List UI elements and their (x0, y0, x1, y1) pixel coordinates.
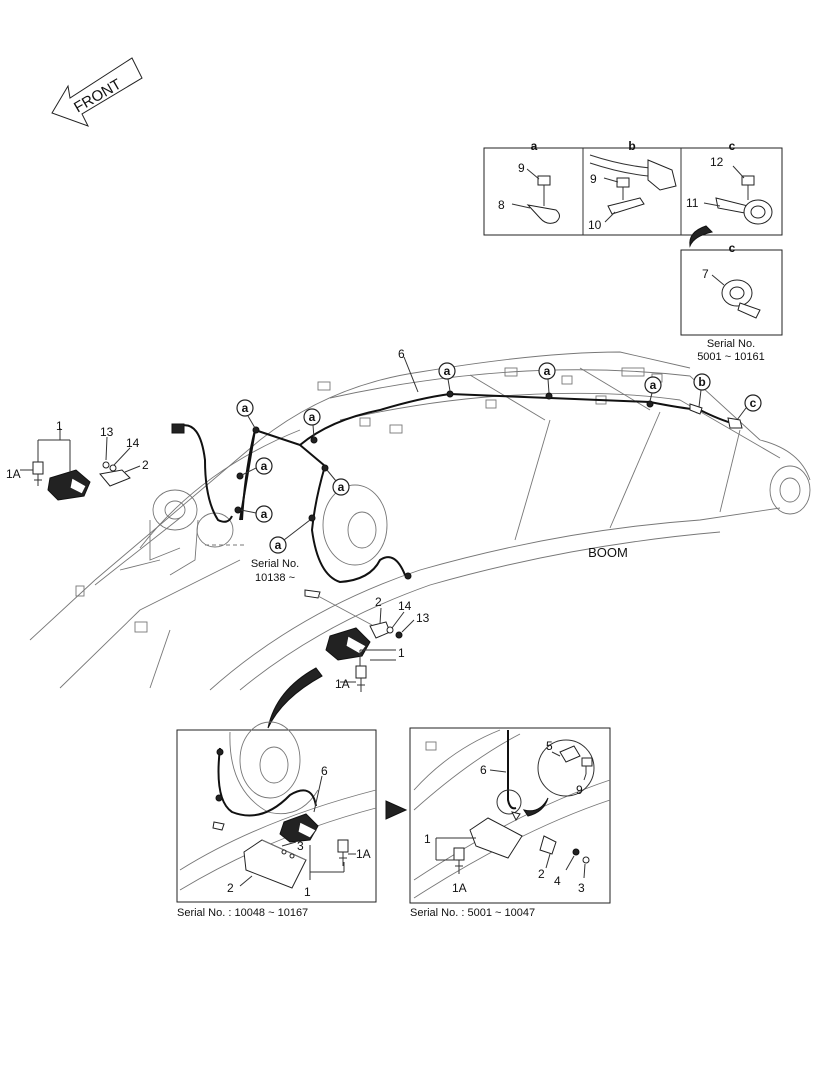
part-number-6-inset-right: 6 (480, 763, 487, 777)
work-light-lower: 2 14 13 1 1A (304, 589, 430, 692)
svg-text:c: c (750, 396, 757, 410)
part-number-1a-inset-right: 1A (452, 881, 467, 895)
part-number-14-lower: 14 (398, 599, 412, 613)
part-number-9b: 9 (590, 172, 597, 186)
detail-panel-row: a b c 9 8 9 10 (483, 139, 783, 236)
part-number-1a-left: 1A (6, 467, 21, 481)
part-number-10: 10 (588, 218, 602, 232)
callout-a-7: a (438, 362, 456, 392)
inset-left: 6 3 1A 2 1 (176, 721, 377, 903)
part-number-1-left: 1 (56, 419, 63, 433)
svg-text:a: a (261, 507, 268, 521)
part-number-13-left: 13 (100, 425, 114, 439)
part-number-1a-inset-left: 1A (356, 847, 371, 861)
part-number-3-inset-right: 3 (578, 881, 585, 895)
inset-left-pointer (267, 667, 323, 729)
clip-callouts: a a a a a a a a a b c (236, 362, 762, 554)
detail-c-header: c (729, 139, 736, 153)
svg-text:a: a (275, 538, 282, 552)
part-number-1-inset-right: 1 (424, 832, 431, 846)
svg-text:a: a (242, 401, 249, 415)
callout-a-8: a (538, 362, 556, 394)
svg-text:a: a (544, 364, 551, 378)
part-number-7: 7 (702, 267, 709, 281)
part-number-2-left: 2 (142, 458, 149, 472)
serial-mid-line2: 10138 ~ (255, 572, 295, 584)
serial-mid-line1: Serial No. (251, 558, 299, 570)
callout-a-9: a (644, 376, 662, 402)
detail-b-header: b (628, 139, 635, 153)
part-number-6-inset-left: 6 (321, 764, 328, 778)
svg-text:a: a (309, 410, 316, 424)
detail-a-bolt-clip: 9 8 (498, 161, 560, 224)
callout-c: c (736, 394, 762, 421)
detail-b-bolt-bracket: 9 10 (588, 154, 677, 232)
callout-b: b (693, 373, 711, 408)
part-number-14-left: 14 (126, 436, 140, 450)
detail-a-header: a (531, 139, 538, 153)
svg-text:a: a (444, 364, 451, 378)
part-number-9: 9 (518, 161, 525, 175)
detail-c-lower-header: c (729, 241, 736, 255)
inset-left-caption: Serial No. : 10048 ~ 10167 (177, 907, 308, 919)
detail-c-bolt-clamp: 12 11 (686, 155, 773, 225)
part-number-5: 5 (546, 739, 553, 753)
part-number-3-inset-left: 3 (297, 839, 304, 853)
inset-right: 6 5 9 1 1A 2 4 3 (409, 727, 611, 904)
part-number-6-main: 6 (398, 347, 405, 361)
part-number-2-lower: 2 (375, 595, 382, 609)
svg-text:a: a (650, 378, 657, 392)
part-number-2-inset-right: 2 (538, 867, 545, 881)
part-number-12: 12 (710, 155, 724, 169)
callout-a-4: a (240, 505, 273, 523)
callout-a-2: a (303, 408, 321, 439)
detail-c-pointer (689, 225, 713, 248)
svg-text:a: a (338, 480, 345, 494)
inset-right-caption: Serial No. : 5001 ~ 10047 (410, 907, 535, 919)
svg-text:a: a (261, 459, 268, 473)
boom-label: BOOM (588, 545, 628, 560)
detail-c-serial-line2: 5001 ~ 10161 (697, 351, 765, 363)
part-number-9-inset-right: 9 (576, 783, 583, 797)
svg-text:b: b (698, 375, 705, 389)
part-number-8: 8 (498, 198, 505, 212)
wire-harness: 6 (171, 347, 736, 584)
part-number-2-inset-left: 2 (227, 881, 234, 895)
callout-a-5: a (326, 469, 350, 496)
callout-a-6: a (269, 519, 311, 554)
part-number-1-inset-left: 1 (304, 885, 311, 899)
work-light-left: 1 1A 13 14 2 (6, 419, 149, 501)
part-number-1a-lower: 1A (335, 677, 350, 691)
inset-arrow (385, 800, 408, 820)
callout-a-1: a (236, 399, 256, 429)
part-number-4: 4 (554, 874, 561, 888)
callout-a-3: a (241, 457, 273, 476)
part-number-13-lower: 13 (416, 611, 430, 625)
detail-frame (483, 147, 783, 236)
boom-structure (29, 351, 811, 691)
part-number-11: 11 (686, 196, 699, 210)
part-number-1-lower: 1 (398, 646, 405, 660)
detail-c-lower-panel: c 7 Serial No. 5001 ~ 10161 (680, 241, 783, 363)
detail-c-serial-line1: Serial No. (707, 338, 755, 350)
front-arrow: FRONT (51, 57, 143, 127)
